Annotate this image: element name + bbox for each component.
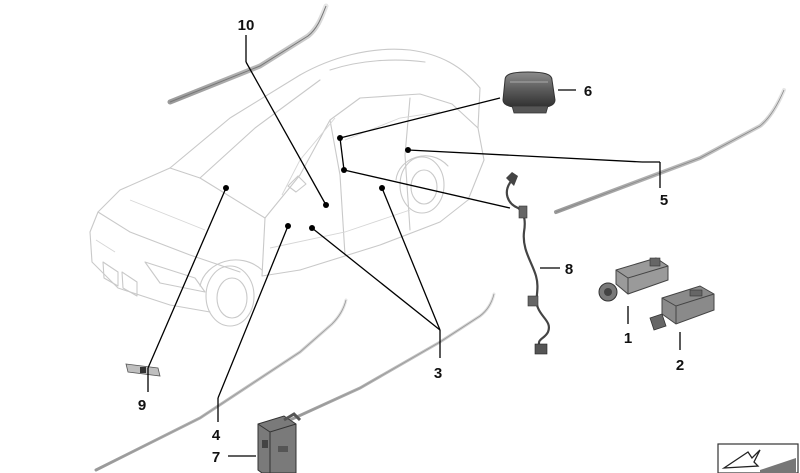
car-outline-icon xyxy=(89,48,485,327)
callout-10: 10 xyxy=(238,17,255,34)
control-unit-icon xyxy=(257,412,302,473)
callout-6: 6 xyxy=(584,83,592,100)
sensor-connector-icon xyxy=(598,257,669,302)
callout-7: 7 xyxy=(212,449,220,466)
callout-5: 5 xyxy=(660,192,668,209)
grab-handle-cover-icon xyxy=(502,71,556,114)
sensor-connector-icon xyxy=(649,285,715,331)
door-seal-strip-icon xyxy=(288,292,496,422)
wiring-harness-icon xyxy=(505,172,550,355)
callout-3: 3 xyxy=(434,365,442,382)
callout-2: 2 xyxy=(676,357,684,374)
roof-strip-icon xyxy=(167,3,329,105)
callout-9: 9 xyxy=(138,397,146,414)
callout-4: 4 xyxy=(212,427,221,444)
callout-8: 8 xyxy=(565,261,573,278)
sill-strip-icon xyxy=(94,298,348,472)
side-strip-icon xyxy=(554,88,786,214)
small-clip-icon xyxy=(125,363,161,377)
callout-1: 1 xyxy=(624,330,632,347)
folder-tab-icon xyxy=(717,443,799,473)
leader-lines xyxy=(147,35,681,457)
